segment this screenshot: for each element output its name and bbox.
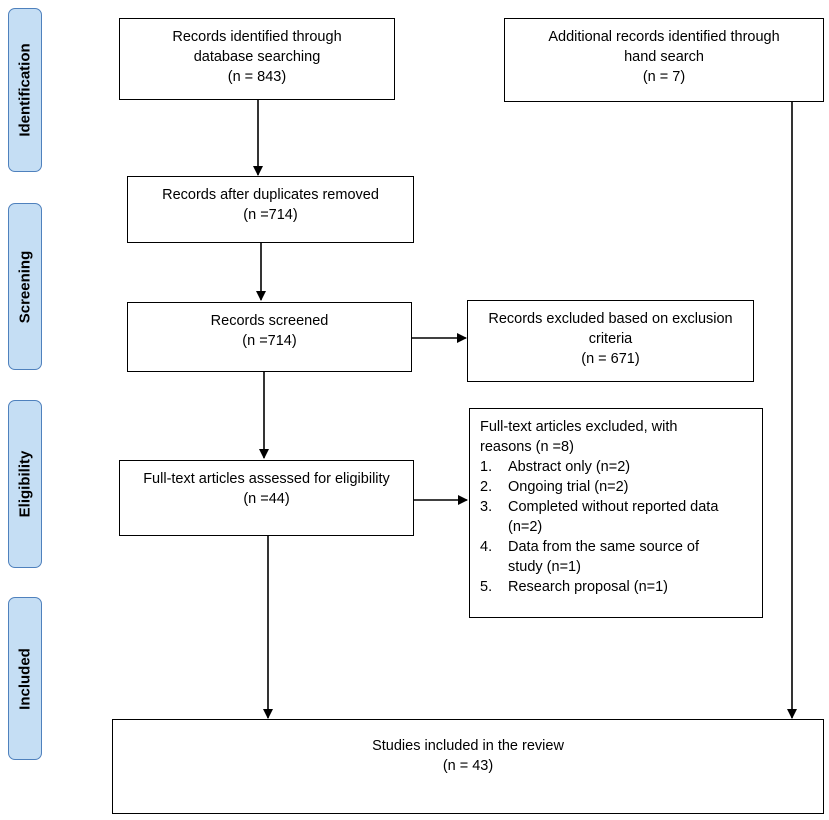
box-fulltext-excluded: Full-text articles excluded, with reason…	[469, 408, 763, 618]
box-records-screened: Records screened (n =714)	[127, 302, 412, 372]
hand-search-line-1: Additional records identified through	[548, 29, 780, 45]
box-studies-included: Studies included in the review (n = 43)	[112, 719, 824, 814]
duplicates-line-1: Records after duplicates removed	[162, 187, 379, 203]
reason-text: Abstract only (n=2)	[508, 459, 631, 475]
reason-number: 5.	[480, 579, 493, 595]
reason-text: Research proposal (n=1)	[508, 579, 668, 595]
reason-number: 2.	[480, 479, 493, 495]
reason-item: 2. Ongoing trial (n=2)	[480, 477, 754, 497]
phase-screening: Screening	[8, 203, 42, 370]
reason-text: (n=2)	[508, 519, 543, 535]
excluded-line-1: Records excluded based on exclusion	[488, 311, 733, 327]
phase-eligibility: Eligibility	[8, 400, 42, 568]
box-database-search: Records identified through database sear…	[119, 18, 395, 100]
box-records-excluded: Records excluded based on exclusion crit…	[467, 300, 754, 382]
db-search-line-3: (n = 843)	[227, 69, 287, 85]
box-fulltext-assessed: Full-text articles assessed for eligibil…	[119, 460, 414, 536]
fulltext-line-2: (n =44)	[243, 491, 290, 507]
box-hand-search: Additional records identified through ha…	[504, 18, 824, 102]
reason-item: 4. Data from the same source of study (n…	[480, 537, 754, 577]
reason-item: 1. Abstract only (n=2)	[480, 457, 754, 477]
reason-number: 1.	[480, 459, 493, 475]
screened-line-2: (n =714)	[242, 333, 297, 349]
reason-text: Ongoing trial (n=2)	[508, 479, 629, 495]
included-line-1: Studies included in the review	[372, 738, 564, 754]
hand-search-line-2: hand search	[624, 49, 704, 65]
reason-number: 3.	[480, 499, 493, 515]
included-line-2: (n = 43)	[442, 758, 494, 774]
fulltext-excluded-heading-2: reasons (n =8)	[480, 439, 574, 455]
hand-search-line-3: (n = 7)	[642, 69, 686, 85]
reason-item: 5. Research proposal (n=1)	[480, 577, 754, 597]
fulltext-excluded-heading-1: Full-text articles excluded, with	[480, 419, 678, 435]
fulltext-line-1: Full-text articles assessed for eligibil…	[143, 471, 390, 487]
reason-number: 4.	[480, 539, 493, 555]
excluded-line-3: (n = 671)	[581, 351, 640, 367]
excluded-line-2: criteria	[588, 331, 633, 347]
box-duplicates-removed: Records after duplicates removed (n =714…	[127, 176, 414, 243]
duplicates-line-2: (n =714)	[243, 207, 298, 223]
reason-text: Data from the same source of	[508, 539, 699, 555]
phase-identification: Identification	[8, 8, 42, 172]
reason-text: study (n=1)	[508, 559, 581, 575]
db-search-line-1: Records identified through	[172, 29, 342, 45]
db-search-line-2: database searching	[193, 49, 321, 65]
reason-text: Completed without reported data	[508, 499, 719, 515]
screened-line-1: Records screened	[210, 313, 329, 329]
reason-item: 3. Completed without reported data (n=2)	[480, 497, 754, 537]
exclusion-reasons-list: 1. Abstract only (n=2) 2. Ongoing trial …	[480, 457, 754, 597]
phase-included: Included	[8, 597, 42, 760]
